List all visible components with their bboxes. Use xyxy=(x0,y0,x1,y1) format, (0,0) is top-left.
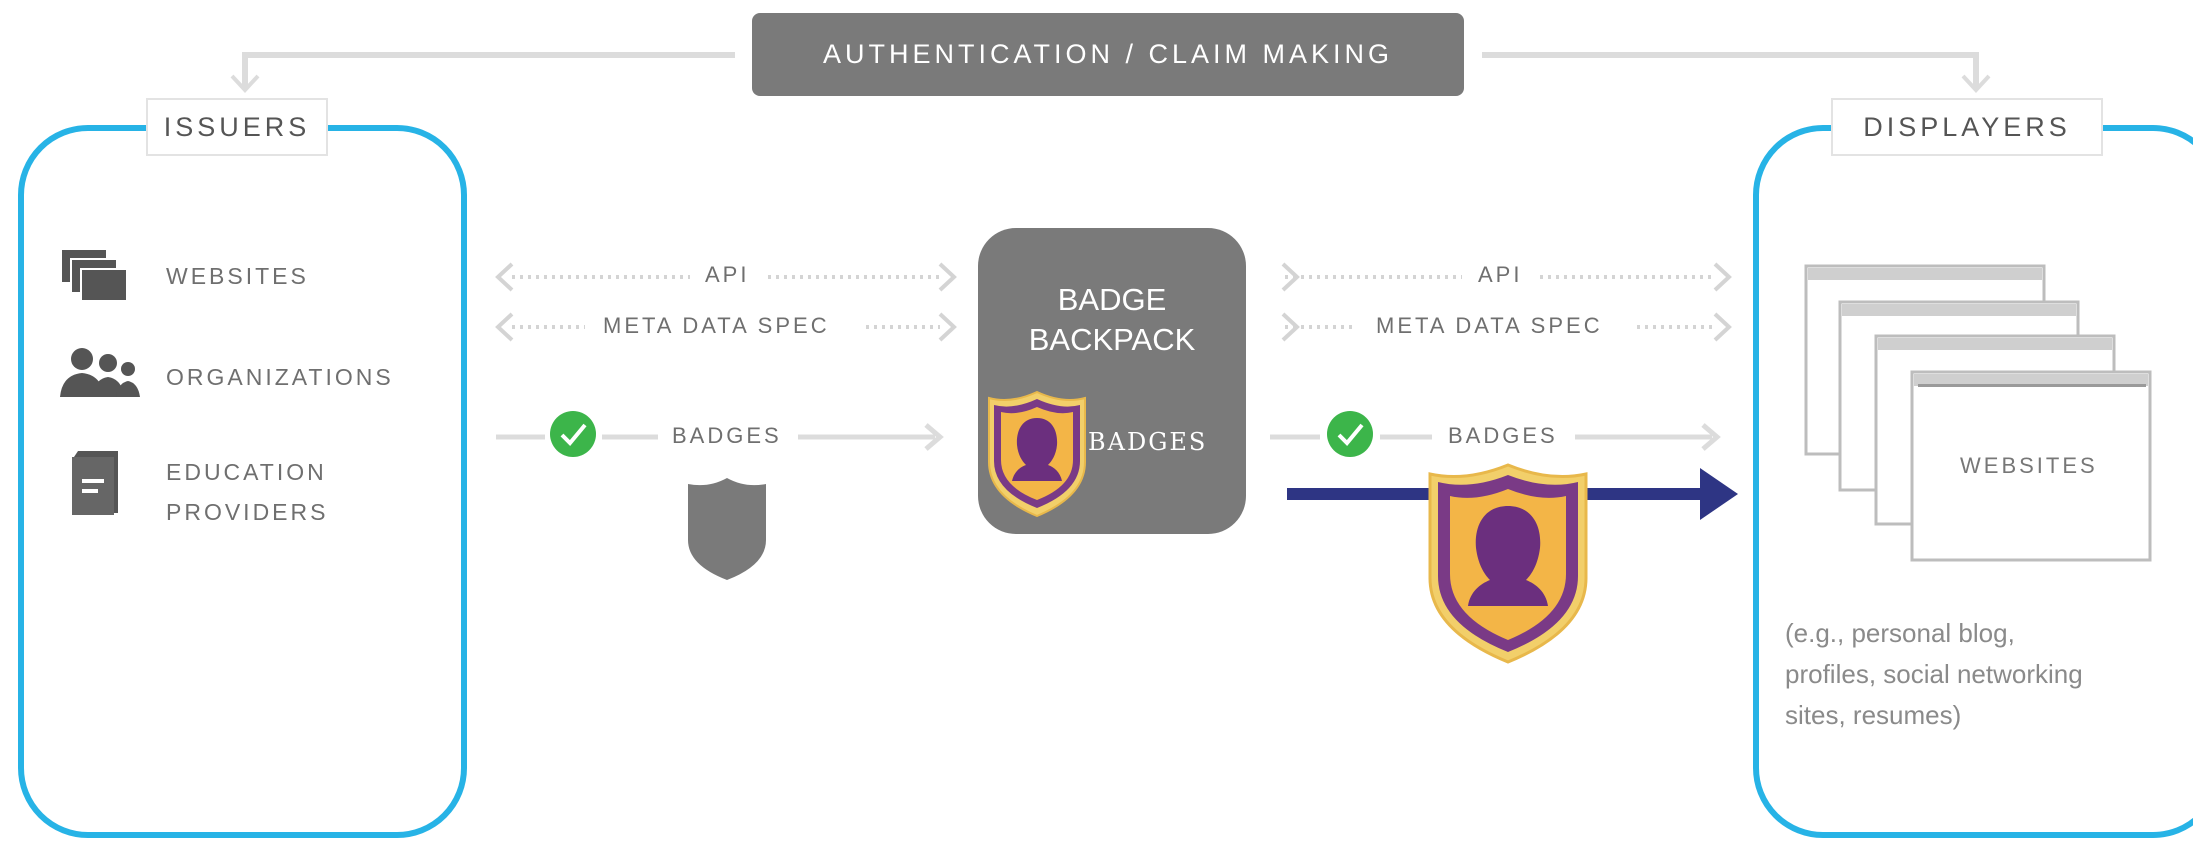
authentication-claim-bar: AUTHENTICATION / CLAIM MAKING xyxy=(752,13,1464,96)
left-check-icon xyxy=(550,411,596,457)
left-badges-label: BADGES xyxy=(664,423,790,449)
right-api-arrow-l xyxy=(1281,262,1300,292)
websites-icon xyxy=(60,248,130,302)
right-meta-label: META DATA SPEC xyxy=(1368,313,1611,339)
left-meta-arrow-l xyxy=(495,312,514,342)
issuer-education-label-line2: PROVIDERS xyxy=(166,499,329,525)
backpack-title-line2: BACKPACK xyxy=(1028,322,1196,357)
caption-line-2: profiles, social networking xyxy=(1785,659,2083,689)
right-meta-arrow-r xyxy=(1713,312,1732,342)
auth-line-right xyxy=(1482,52,1979,88)
left-api-arrow-r xyxy=(938,262,957,292)
backpack-title-line1: BADGE xyxy=(1057,282,1167,317)
auth-arrowhead-right xyxy=(1961,74,1991,93)
backpack-badges-label: BADGES xyxy=(1088,428,1208,456)
website-windows-stack xyxy=(1804,264,2152,562)
badge-backpack-box: BADGE BACKPACK BADGES xyxy=(978,228,1246,534)
education-providers-icon xyxy=(68,447,128,517)
caption-line-3: sites, resumes) xyxy=(1785,700,1962,730)
right-badges-arrowhead xyxy=(1701,423,1721,451)
right-badges-label: BADGES xyxy=(1440,423,1566,449)
issuer-websites-label: WEBSITES xyxy=(166,263,309,289)
left-badges-arrowhead xyxy=(924,423,944,451)
right-meta-arrow-l xyxy=(1281,312,1300,342)
right-api-arrow-r xyxy=(1713,262,1732,292)
organizations-icon xyxy=(58,345,142,399)
right-check-icon xyxy=(1327,411,1373,457)
right-api-label: API xyxy=(1470,262,1531,288)
issuer-organizations-label: ORGANIZATIONS xyxy=(166,364,394,390)
left-meta-label: META DATA SPEC xyxy=(595,313,838,339)
left-api-arrow-l xyxy=(495,262,514,292)
issuers-title: ISSUERS xyxy=(146,98,328,156)
displayers-window-label: WEBSITES xyxy=(1960,453,2098,478)
gray-shield-icon xyxy=(688,478,766,580)
caption-line-1: (e.g., personal blog, xyxy=(1785,618,2015,648)
auth-line-left xyxy=(242,52,735,88)
issuer-education-label-line1: EDUCATION xyxy=(166,459,327,485)
left-api-label: API xyxy=(697,262,758,288)
displayers-title: DISPLAYERS xyxy=(1831,98,2103,156)
large-badge-icon xyxy=(1428,463,1588,664)
backpack-badge-icon xyxy=(988,390,1086,518)
left-meta-arrow-r xyxy=(938,312,957,342)
displayers-caption: (e.g., personal blog, profiles, social n… xyxy=(1785,613,2185,736)
auth-arrowhead-left xyxy=(230,74,260,93)
